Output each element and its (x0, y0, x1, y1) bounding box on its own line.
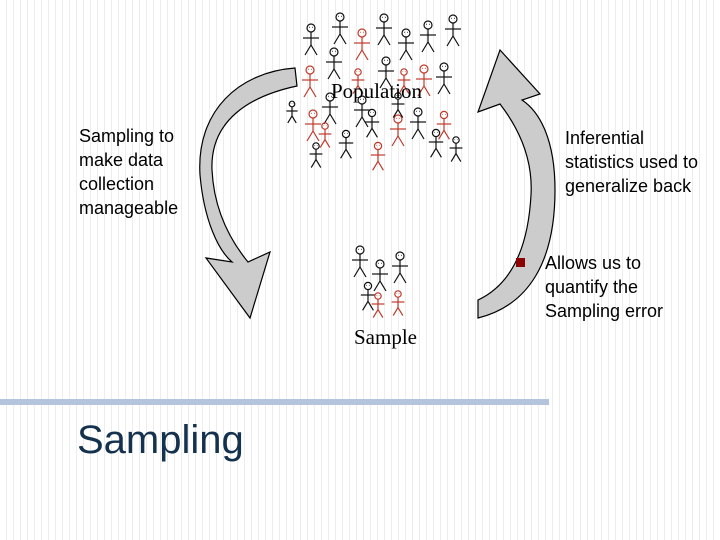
stick-figure-icon (309, 142, 323, 168)
stick-figure-icon (326, 47, 342, 80)
stick-figure-icon (449, 136, 463, 162)
stick-figure-icon (378, 56, 394, 89)
stick-figure-icon (392, 251, 408, 284)
stick-figure-icon (371, 292, 385, 318)
stick-figure-icon (352, 245, 368, 278)
stick-figure-icon (286, 100, 298, 124)
stick-figure-icon (338, 129, 354, 159)
bullet-square-icon (516, 258, 525, 267)
stick-figure-icon (305, 109, 321, 142)
sample-label: Sample (354, 325, 417, 349)
inference-note-line: Inferential (565, 128, 645, 148)
stick-figure-icon (332, 12, 348, 45)
stick-figure-icon (420, 20, 436, 53)
stick-figure-icon (436, 110, 452, 140)
sample-figures (352, 245, 408, 318)
inference-arrow (477, 48, 556, 319)
stick-figure-icon (370, 141, 386, 171)
inference-note-line: statistics used to (565, 152, 699, 172)
population-figures (286, 12, 463, 171)
inference-note: Inferential statistics used to generaliz… (565, 126, 698, 198)
stick-figure-icon (398, 28, 414, 61)
sampling-note-line: make data (79, 150, 164, 170)
sampling-note: Sampling to make data collection managea… (79, 124, 178, 220)
inference-note-line: generalize back (565, 176, 692, 196)
stick-figure-icon (436, 62, 452, 95)
stick-figure-icon (391, 92, 405, 118)
stick-figure-icon (302, 65, 318, 98)
stick-figure-icon (360, 281, 376, 311)
stick-figure-icon (445, 14, 461, 47)
sampling-note-line: manageable (79, 198, 179, 218)
stick-figure-icon (354, 28, 370, 61)
stick-figure-icon (397, 68, 411, 94)
bullet-note-line: quantify the (545, 277, 639, 297)
sampling-note-line: Sampling to (79, 126, 175, 146)
stick-figure-icon (351, 68, 365, 94)
stick-figure-icon (390, 114, 406, 147)
stick-figure-icon (303, 23, 319, 56)
sampling-arrow (199, 67, 298, 320)
slide-title: Sampling (77, 418, 244, 462)
stick-figure-icon (428, 128, 444, 158)
sampling-note-line: collection (79, 174, 155, 194)
bullet-note: Allows us to quantify the Sampling error (545, 251, 663, 323)
stick-figure-icon (376, 13, 392, 46)
stick-figure-icon (372, 259, 388, 292)
stick-figure-icon (416, 64, 432, 97)
bullet-note-line: Allows us to (545, 253, 642, 273)
stick-figure-icon (391, 290, 405, 316)
population-label: Population (331, 79, 423, 103)
stick-figure-icon (364, 108, 380, 138)
stick-figure-icon (318, 122, 332, 148)
bullet-note-line: Sampling error (545, 301, 664, 321)
title-rule (0, 399, 549, 405)
stick-figure-icon (410, 107, 426, 140)
